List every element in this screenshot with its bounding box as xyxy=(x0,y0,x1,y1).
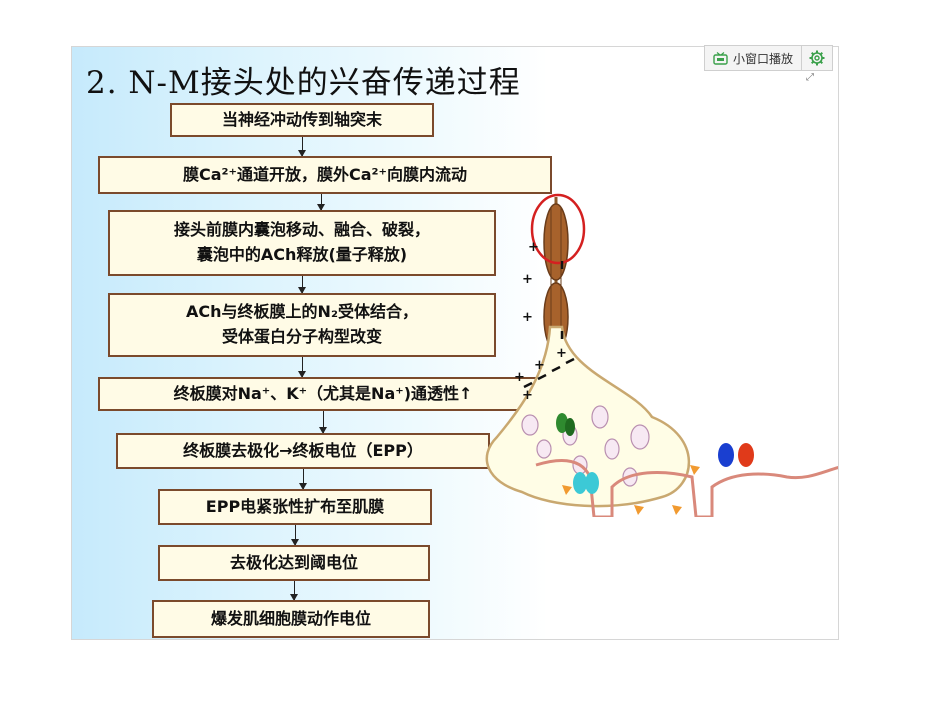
flow-arrow xyxy=(298,357,306,378)
flow-arrow xyxy=(317,194,325,211)
plus-sign: + xyxy=(534,358,545,373)
player-toolbar: 小窗口播放 xyxy=(704,45,834,71)
nerve-terminal-bulb xyxy=(485,325,691,508)
flow-arrow xyxy=(298,137,306,157)
flow-step-9: 爆发肌细胞膜动作电位 xyxy=(152,600,430,638)
plus-sign: + xyxy=(514,370,525,385)
flow-step-text: 终板膜去极化→终板电位（EPP） xyxy=(183,440,423,460)
tv-icon xyxy=(713,51,728,65)
small-receptors xyxy=(562,465,700,515)
flow-step-8: 去极化达到阈电位 xyxy=(158,545,430,581)
flow-arrow xyxy=(299,469,307,490)
plus-sign: + xyxy=(522,310,533,325)
flow-step-text: 当神经冲动传到轴突末 xyxy=(221,109,382,129)
flow-step-text: 终板膜对Na⁺、K⁺（尤其是Na⁺)通透性↑ xyxy=(173,383,473,403)
flow-arrow xyxy=(290,581,298,601)
flow-step-text: 囊泡中的ACh释放(量子释放) xyxy=(196,245,408,264)
flow-step-6: 终板膜去极化→终板电位（EPP） xyxy=(116,433,490,469)
neuromuscular-junction-diagram: + + + + + + + xyxy=(485,193,838,517)
action-potential-highlight xyxy=(530,193,586,265)
gear-icon xyxy=(809,50,825,66)
flow-step-text: 接头前膜内囊泡移动、融合、破裂， xyxy=(173,220,430,240)
flow-step-7: EPP电紧张性扩布至肌膜 xyxy=(158,489,432,525)
flow-step-text: 去极化达到阈电位 xyxy=(229,552,358,572)
mini-window-label: 小窗口播放 xyxy=(733,51,794,66)
flow-step-5: 终板膜对Na⁺、K⁺（尤其是Na⁺)通透性↑ xyxy=(98,377,548,411)
flow-step-text: 受体蛋白分子构型改变 xyxy=(221,327,382,346)
receptor-green xyxy=(556,413,575,436)
settings-button[interactable] xyxy=(802,46,832,70)
minus-signs xyxy=(523,261,575,389)
flow-step-text: 爆发肌细胞膜动作电位 xyxy=(210,608,371,628)
flow-step-2: 膜Ca²⁺通道开放，膜外Ca²⁺向膜内流动 xyxy=(98,156,552,194)
flow-step-3: 接头前膜内囊泡移动、融合、破裂， 囊泡中的ACh释放(量子释放) xyxy=(108,210,496,276)
plus-sign: + xyxy=(528,240,539,255)
flow-step-text: ACh与终板膜上的N₂受体结合， xyxy=(186,302,418,322)
expand-icon[interactable]: ⤢ xyxy=(806,72,814,83)
video-frame: 2. N-M接头处的兴奋传递过程 当神经冲动传到轴突末膜Ca²⁺通道开放，膜外C… xyxy=(71,46,839,640)
muscle-membrane xyxy=(535,459,838,517)
plus-sign: + xyxy=(522,388,533,403)
slide: 2. N-M接头处的兴奋传递过程 当神经冲动传到轴突末膜Ca²⁺通道开放，膜外C… xyxy=(72,47,838,639)
flow-step-4: ACh与终板膜上的N₂受体结合， 受体蛋白分子构型改变 xyxy=(108,293,496,357)
plus-sign: + xyxy=(556,346,567,361)
flow-step-text: EPP电紧张性扩布至肌膜 xyxy=(205,496,385,516)
plus-sign: + xyxy=(522,272,533,287)
ion-channel-cyan xyxy=(573,472,599,494)
flow-step-1: 当神经冲动传到轴突末 xyxy=(170,103,434,137)
flow-arrow xyxy=(298,276,306,294)
slide-title: 2. N-M接头处的兴奋传递过程 xyxy=(86,65,521,101)
flow-arrow xyxy=(291,525,299,546)
ion-channel-blue-red xyxy=(718,443,754,467)
flow-step-text: 膜Ca²⁺通道开放，膜外Ca²⁺向膜内流动 xyxy=(183,164,467,184)
flow-arrow xyxy=(319,411,327,434)
mini-window-button[interactable]: 小窗口播放 xyxy=(705,46,803,70)
